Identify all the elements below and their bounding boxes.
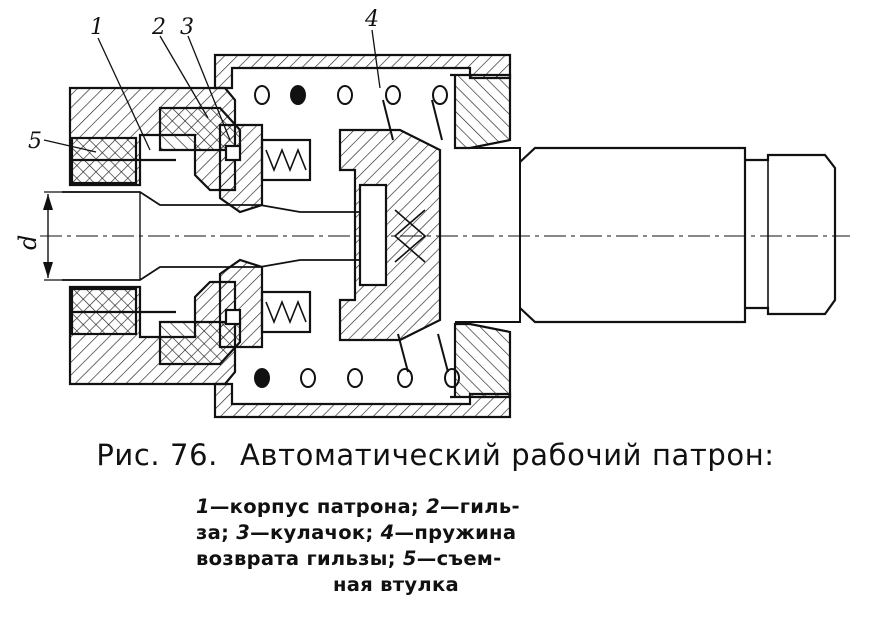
shank <box>519 146 747 324</box>
plunger <box>338 128 442 342</box>
return-spring-bottom <box>254 333 460 388</box>
legend-text: —гиль- <box>439 495 520 518</box>
legend-text: ная втулка <box>333 573 459 596</box>
callout-5: 5 <box>28 129 42 154</box>
dimension-d-label: d <box>14 235 42 250</box>
callout-2: 2 <box>151 15 166 40</box>
jaw-bottom <box>218 258 264 349</box>
legend-number: 5 <box>402 547 417 570</box>
shank-collar <box>455 147 521 323</box>
legend-text: —корпус патрона; <box>209 495 427 518</box>
chuck-cross-section-drawing: 1 2 3 4 5 d <box>14 7 850 419</box>
outer-housing-bottom <box>213 382 512 419</box>
housing-end-plate <box>450 73 512 150</box>
return-spring-top <box>254 85 448 141</box>
callout-1: 1 <box>90 15 104 40</box>
callout-4: 4 <box>364 7 379 32</box>
callout-3: 3 <box>180 15 194 40</box>
figure-number: Рис. 76. <box>96 438 218 472</box>
shank-end <box>745 153 837 316</box>
legend-text: —съем- <box>416 547 502 570</box>
legend-text: возврата гильзы; <box>196 547 403 570</box>
legend-text: —пружина <box>394 521 517 544</box>
figure-legend: 1—корпус патрона; 2—гиль- за; 3—кулачок;… <box>196 494 636 598</box>
legend-number: 2 <box>426 495 440 518</box>
outer-housing-top <box>213 53 512 90</box>
figure-caption: Рис. 76. Автоматический рабочий патрон: <box>0 438 871 472</box>
legend-line-1: 1—корпус патрона; 2—гиль- <box>196 494 636 520</box>
legend-line-4: ная втулка <box>196 572 636 598</box>
figure-title: Автоматический рабочий патрон: <box>239 438 775 472</box>
legend-number: 1 <box>196 495 210 518</box>
legend-number: 3 <box>236 521 251 544</box>
legend-number: 4 <box>380 521 395 544</box>
jaw-top <box>218 123 264 214</box>
legend-text: за; <box>196 521 237 544</box>
legend-text: —кулачок; <box>250 521 381 544</box>
legend-line-2: за; 3—кулачок; 4—пружина <box>196 520 636 546</box>
legend-line-3: возврата гильзы; 5—съем- <box>196 546 636 572</box>
